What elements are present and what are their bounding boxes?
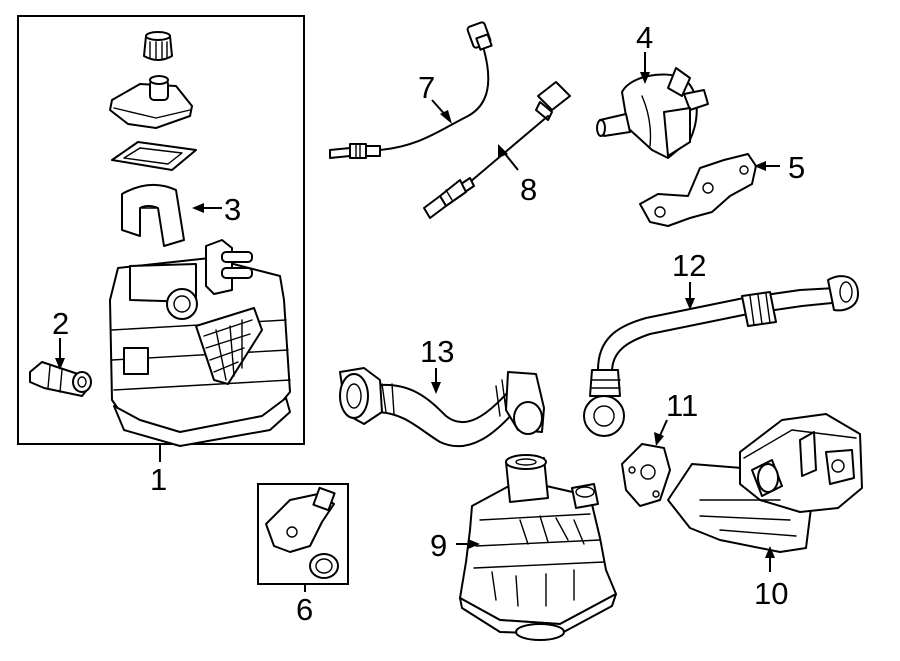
oxygen-sensor-upstream	[329, 21, 493, 159]
callout-2: 2	[52, 306, 69, 341]
solenoid-bracket	[639, 153, 757, 227]
canister-cap	[143, 31, 173, 61]
map-sensor	[265, 486, 336, 553]
sensor-kit-box	[257, 483, 349, 585]
egr-valve-gasket	[621, 443, 671, 507]
air-hose	[339, 367, 545, 448]
callout-12: 12	[672, 248, 706, 283]
canister-filter	[121, 183, 185, 247]
callout-8: 8	[520, 172, 537, 207]
callout-13: 13	[420, 334, 454, 369]
callout-5: 5	[788, 150, 805, 185]
callout-10: 10	[754, 576, 788, 611]
callout-3: 3	[224, 192, 241, 227]
oxygen-sensor-downstream	[423, 81, 571, 219]
egr-valve	[667, 413, 863, 553]
canister-body	[109, 239, 291, 447]
egr-tube	[583, 275, 859, 437]
callout-7: 7	[418, 70, 435, 105]
canister-gasket	[111, 141, 197, 171]
vapor-canister-purge-solenoid	[596, 67, 709, 159]
callout-1: 1	[150, 462, 167, 497]
canister-top-cover	[109, 75, 193, 129]
purge-valve-small	[29, 361, 92, 397]
callout-labels: 1 2 3 4 5 6 7 8 9 10 11 12 13	[52, 20, 805, 627]
callout-6: 6	[296, 592, 313, 627]
leader-lines	[55, 52, 780, 592]
secondary-air-pump	[459, 454, 617, 641]
callout-9: 9	[430, 528, 447, 563]
callout-11: 11	[666, 388, 698, 423]
sensor-o-ring	[309, 553, 339, 579]
callout-4: 4	[636, 20, 653, 55]
